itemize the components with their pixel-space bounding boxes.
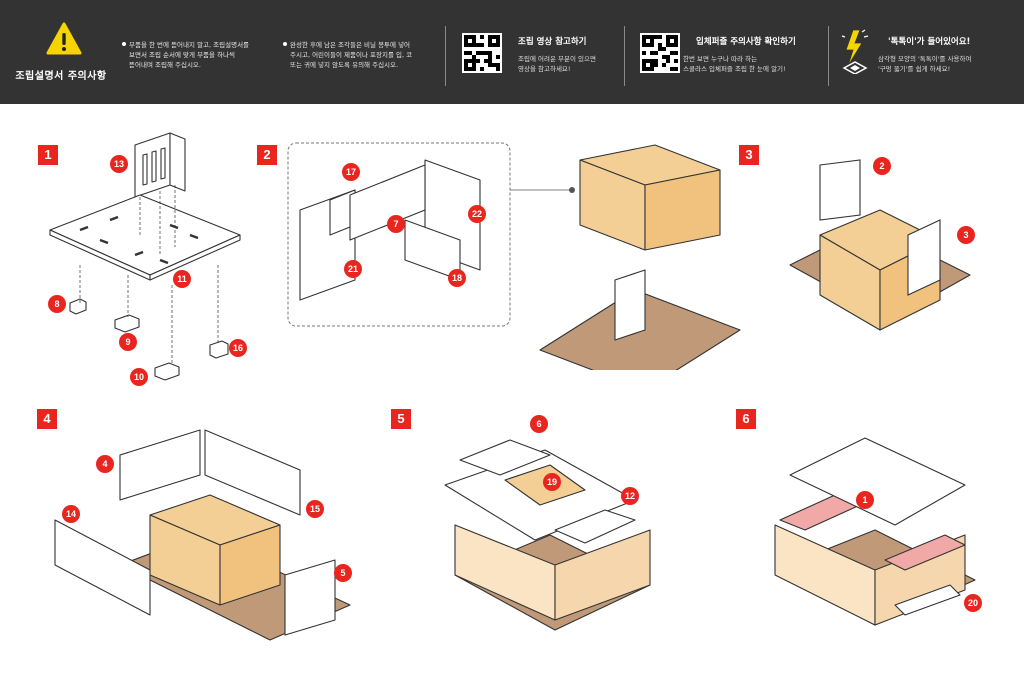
- step-number-2: 2: [257, 145, 277, 165]
- part-callout-12: 12: [621, 487, 639, 505]
- part-callout-10: 10: [130, 368, 148, 386]
- tool-title: '톡톡이'가 들어있어요!: [888, 37, 971, 47]
- part-callout-19: 19: [543, 473, 561, 491]
- part-callout-7: 7: [387, 215, 405, 233]
- part-callout-3: 3: [957, 226, 975, 244]
- part-callout-9: 9: [119, 333, 137, 351]
- part-callout-18: 18: [448, 269, 466, 287]
- warning-bullet-1: 부품을 한 번에 뜯어내지 말고, 조립설명서를 보면서 조립 순서에 맞게 부…: [122, 40, 282, 70]
- header-divider: [828, 26, 829, 86]
- step-3-illustration: [789, 159, 971, 331]
- puzzle-title: 입체퍼즐 주의사항 확인하기: [696, 37, 796, 47]
- warning-section: 조립설명서 주의사항: [0, 0, 122, 104]
- part-callout-20: 20: [964, 594, 982, 612]
- warning-bullet-2: 완성한 후에 남은 조각들은 비닐 봉투에 넣어 주시고, 어린이들이 제품이나…: [283, 40, 443, 70]
- bullet-dot: [283, 42, 287, 46]
- lightning-tool-icon: [841, 29, 869, 74]
- warning-title: 조립설명서 주의사항: [15, 71, 107, 82]
- part-callout-8: 8: [48, 295, 66, 313]
- step-2-illustration: [287, 142, 741, 370]
- part-callout-14: 14: [62, 505, 80, 523]
- part-callout-15: 15: [306, 500, 324, 518]
- tool-desc: 삼각형 모양의 '톡톡이'를 사용하여 '구멍 뚫기'를 쉽게 하세요!: [878, 55, 972, 73]
- step-1-illustration: [49, 132, 241, 381]
- step-4-illustration: [54, 429, 351, 641]
- part-callout-21: 21: [344, 260, 362, 278]
- part-callout-22: 22: [468, 205, 486, 223]
- part-callout-11: 11: [173, 270, 191, 288]
- part-callout-6: 6: [530, 415, 548, 433]
- part-callout-1: 1: [856, 491, 874, 509]
- part-callout-2: 2: [873, 157, 891, 175]
- part-callout-4: 4: [96, 455, 114, 473]
- step-number-1: 1: [38, 145, 58, 165]
- bullet-dot: [122, 42, 126, 46]
- warning-triangle-icon: [46, 22, 82, 55]
- part-callout-17: 17: [342, 163, 360, 181]
- header-divider: [445, 26, 446, 86]
- step-6-illustration: [774, 437, 976, 626]
- qr-code-icon[interactable]: [640, 33, 680, 73]
- video-desc: 조립에 어려운 부분이 있으면 영상을 참고하세요!: [518, 55, 596, 73]
- video-title: 조립 영상 참고하기: [518, 37, 587, 47]
- step-number-6: 6: [736, 409, 756, 429]
- puzzle-desc: 한번 보면 누구나 따라 하는 스콜라스 입체퍼즐 조립 한 눈에 알기!: [683, 55, 786, 73]
- part-callout-13: 13: [110, 155, 128, 173]
- step-5-illustration: [444, 439, 651, 631]
- qr-code-icon[interactable]: [462, 33, 502, 73]
- step-number-4: 4: [37, 409, 57, 429]
- step-number-3: 3: [739, 145, 759, 165]
- part-callout-16: 16: [229, 339, 247, 357]
- part-callout-5: 5: [334, 564, 352, 582]
- step-number-5: 5: [391, 409, 411, 429]
- instruction-header: 조립설명서 주의사항 부품을 한 번에 뜯어내지 말고, 조립설명서를 보면서 …: [0, 0, 1024, 104]
- header-divider: [624, 26, 625, 86]
